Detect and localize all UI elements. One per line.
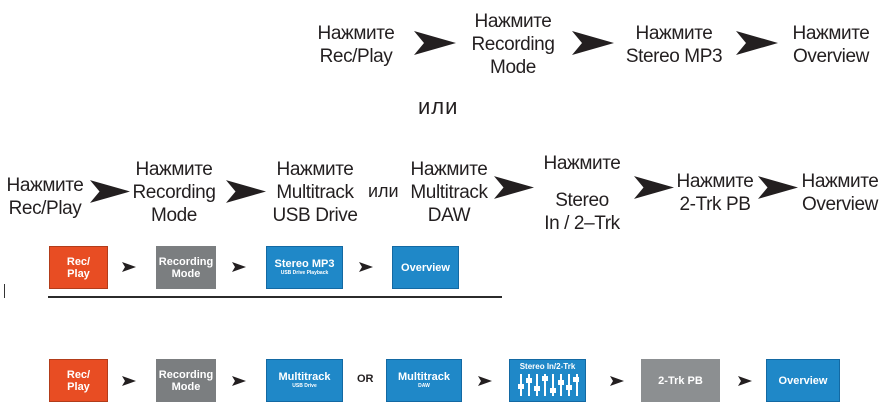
small-arrow-icon: [478, 376, 492, 386]
step-rec-play: Нажмите Rec/Play: [0, 174, 90, 220]
step-text: Rec/Play: [8, 198, 82, 219]
small-arrow-icon: [610, 376, 624, 386]
recording-mode-button[interactable]: Recording Mode: [156, 359, 216, 402]
step-text: DAW: [427, 205, 471, 226]
step-multitrack-daw: Нажмите Multitrack DAW: [404, 158, 494, 227]
step-text: Нажмите: [474, 11, 552, 32]
divider: [48, 296, 502, 298]
button-label: Overview: [401, 261, 450, 274]
button-sublabel: DAW: [418, 383, 430, 389]
multitrack-usb-button[interactable]: Multitrack USB Drive: [266, 359, 343, 402]
faders-icon: [517, 374, 579, 396]
step-text: 2-Trk PB: [679, 194, 751, 215]
step-text: USB Drive: [272, 205, 358, 226]
rec-play-button[interactable]: Rec/ Play: [49, 359, 108, 402]
step-text: Нажмите: [635, 23, 713, 44]
rec-play-button[interactable]: Rec/ Play: [49, 246, 108, 289]
step-text: Нажмите: [792, 23, 870, 44]
step-text: Stereo MP3: [625, 46, 723, 67]
step-text: Rec/Play: [319, 46, 393, 67]
step-text: Mode: [490, 57, 536, 78]
edge-mark: [4, 284, 5, 298]
2trk-pb-button[interactable]: 2-Trk PB: [641, 359, 720, 402]
overview-button[interactable]: Overview: [766, 359, 840, 402]
step-text: Нажмите: [6, 175, 84, 196]
stereo-mp3-button[interactable]: Stereo MP3 USB Drive Playback: [266, 246, 343, 289]
button-label: Recording: [158, 368, 214, 381]
small-arrow-icon: [738, 376, 752, 386]
recording-mode-button[interactable]: Recording Mode: [156, 246, 216, 289]
step-text: Overview: [793, 46, 869, 67]
small-arrow-icon: [359, 262, 373, 272]
button-label: Play: [67, 380, 90, 393]
step-text: Multitrack: [276, 182, 354, 203]
small-arrow-icon: [232, 376, 246, 386]
arrow-icon: [758, 176, 798, 199]
multitrack-daw-button[interactable]: Multitrack DAW: [386, 359, 462, 402]
button-label: Recording: [158, 255, 214, 268]
button-label: Rec/: [66, 255, 91, 268]
stereo-in-2trk-button[interactable]: Stereo In/2-Trk: [509, 359, 586, 402]
arrow-icon: [414, 31, 456, 55]
arrow-icon: [736, 31, 778, 55]
arrow-icon: [494, 176, 534, 199]
or-label: или: [418, 94, 459, 119]
step-text: In / 2–Trk: [544, 213, 620, 234]
arrow-icon: [226, 180, 266, 203]
step-text: Нажмите: [801, 171, 879, 192]
step-stereo-mp3-top: Нажмите Stereo MP3: [618, 22, 730, 68]
arrow-icon: [634, 176, 674, 199]
button-label: Play: [67, 267, 90, 280]
button-label: Mode: [171, 267, 201, 280]
small-arrow-icon: [232, 262, 246, 272]
overview-button[interactable]: Overview: [392, 246, 459, 289]
step-text: Нажмите: [317, 23, 395, 44]
step-text: Нажмите: [135, 159, 213, 180]
button-label: Stereo In/2-Trk: [519, 362, 576, 371]
button-label: Multitrack: [278, 371, 331, 383]
step-overview: Нажмите Overview: [800, 170, 880, 216]
step-text: Нажмите: [276, 159, 354, 180]
step-text: Mode: [151, 205, 197, 226]
step-multitrack-usb: Нажмите Multitrack USB Drive: [268, 158, 362, 227]
step-text: Нажмите: [410, 159, 488, 180]
step-recording-mode: Нажмите Recording Mode: [126, 158, 222, 227]
step-text: Recording: [471, 34, 555, 55]
step-text: Recording: [132, 182, 216, 203]
arrow-icon: [90, 180, 130, 203]
step-recording-mode-top: Нажмите Recording Mode: [458, 10, 568, 79]
arrow-icon: [572, 31, 614, 55]
or-label-button-row: OR: [357, 373, 374, 385]
small-arrow-icon: [122, 262, 136, 272]
button-label: Mode: [171, 380, 201, 393]
or-label-small: или: [368, 181, 399, 201]
button-label: Multitrack: [398, 371, 450, 383]
step-text: Stereo: [555, 190, 609, 211]
button-sublabel: USB Drive Playback: [280, 270, 329, 276]
button-label: Rec/: [66, 368, 91, 381]
small-arrow-icon: [122, 376, 136, 386]
button-label: 2-Trk PB: [658, 374, 703, 387]
step-text: Нажмите: [676, 171, 754, 192]
step-rec-play-top: Нажмите Rec/Play: [306, 22, 406, 68]
step-2trk-pb: Нажмите 2-Trk PB: [674, 170, 756, 216]
button-sublabel: USB Drive: [292, 383, 317, 389]
step-overview-top: Нажмите Overview: [786, 22, 876, 68]
button-label: Overview: [778, 374, 828, 387]
button-label: Stereo MP3: [274, 258, 335, 270]
step-text: Multitrack: [410, 182, 488, 203]
step-text: Нажмите: [543, 153, 621, 174]
step-text: Overview: [802, 194, 878, 215]
step-stereo-in: Нажмите Stereo In / 2–Trk: [532, 152, 632, 235]
